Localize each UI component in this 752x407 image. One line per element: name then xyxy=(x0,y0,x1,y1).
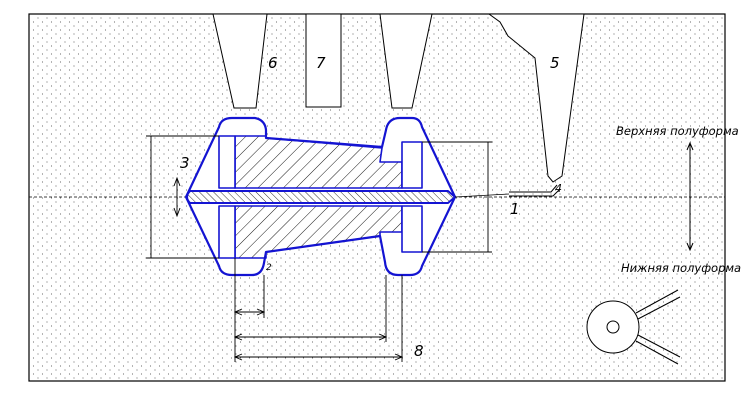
label-upper-mold-half: Верхняя полуформа xyxy=(616,124,739,138)
callout-5: 5 xyxy=(550,54,560,72)
pouring-basin xyxy=(487,13,585,183)
dimension-bottom xyxy=(233,258,404,362)
label-lower-mold-half: Нижняя полуформа xyxy=(621,261,741,275)
dimension-left xyxy=(146,135,219,259)
callout-7: 7 xyxy=(316,54,326,72)
dimension-right xyxy=(422,141,492,253)
casting-part xyxy=(184,116,457,277)
gate-channel xyxy=(509,184,561,197)
sprue-cup-icon xyxy=(586,289,681,365)
callout-8: 8 xyxy=(414,342,424,360)
mold-half-arrow xyxy=(686,141,694,252)
callout-4: 4 xyxy=(555,182,562,195)
callout-1: 1 xyxy=(510,200,520,218)
gate-connector xyxy=(454,193,510,198)
sprue-channel xyxy=(305,13,342,108)
callout-6: 6 xyxy=(268,54,278,72)
callout-2: 2 xyxy=(266,263,272,273)
riser-right xyxy=(379,13,433,109)
riser-left xyxy=(212,13,268,109)
callout-3: 3 xyxy=(180,154,190,172)
